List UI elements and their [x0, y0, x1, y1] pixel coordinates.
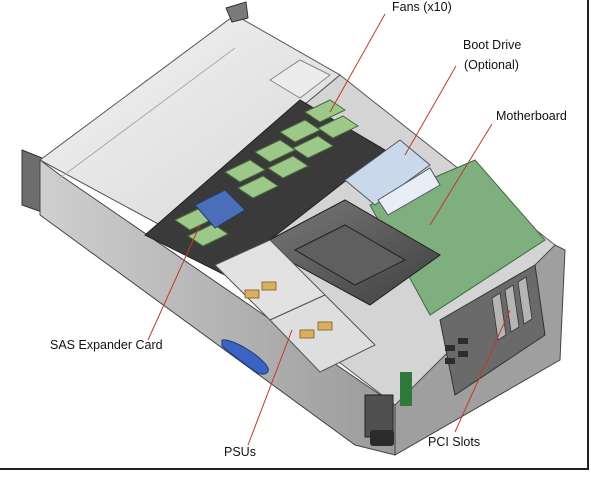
- callout-lines: [147, 13, 511, 446]
- front-handle: [221, 339, 269, 375]
- boot-drive-callout-label: Boot Drive: [463, 38, 522, 52]
- psu-connectors: [244, 281, 333, 339]
- psu-lower: [269, 294, 376, 373]
- cover-edge-line: [59, 47, 236, 179]
- rear-io-ports: [445, 338, 468, 364]
- pci-slot-brackets: [491, 276, 533, 341]
- fans-callout-label: Fans (x10): [392, 0, 452, 14]
- pci-slots-callout-label: PCI Slots: [428, 435, 481, 449]
- motherboard-callout-label: Motherboard: [496, 109, 567, 123]
- boot-drive-slot: [377, 167, 441, 216]
- air-shroud-top: [293, 224, 407, 286]
- boot-drive-cage: [344, 139, 431, 206]
- fans: [173, 99, 360, 247]
- front-psu-ends: [364, 372, 412, 446]
- pci-slot-area: [439, 264, 546, 396]
- psus-callout-label: PSUs: [224, 445, 256, 459]
- cover-panel: [269, 59, 331, 99]
- sas-expander-callout-label: SAS Expander Card: [50, 338, 163, 352]
- sas-expander-card: [194, 189, 246, 229]
- rear-ear: [225, 1, 249, 23]
- boot-drive-optional-label: (Optional): [464, 58, 519, 72]
